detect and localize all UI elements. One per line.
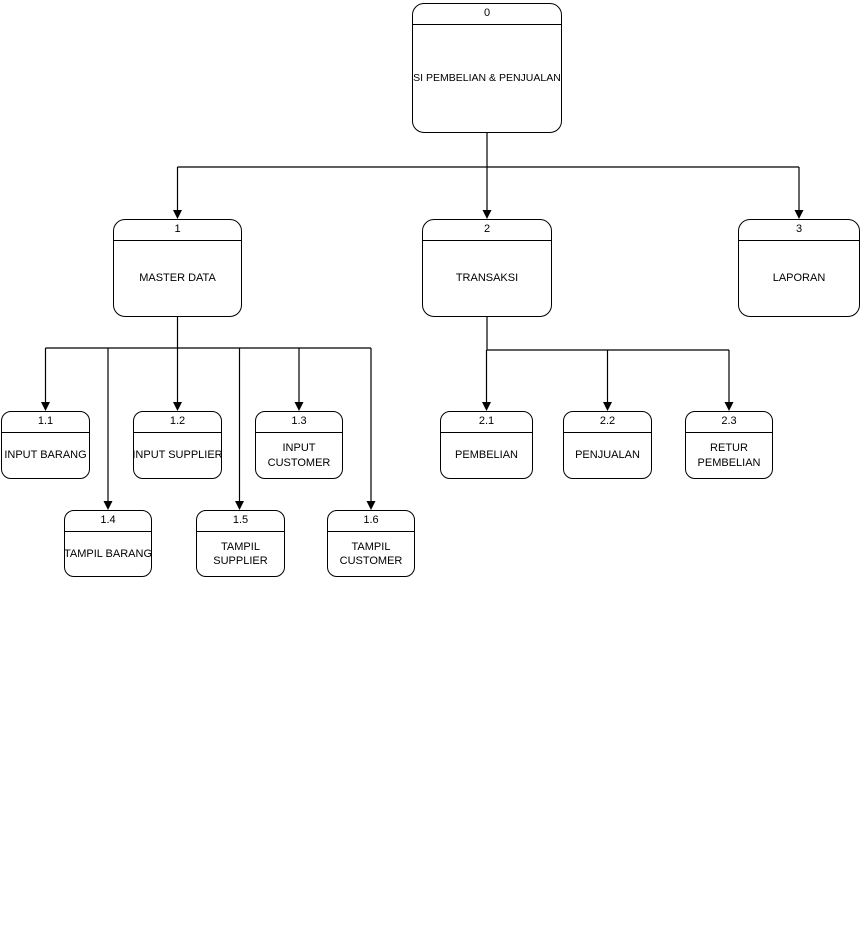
node-1-2-input-supplier: 1.2 INPUT SUPPLIER	[133, 411, 222, 479]
node-label: PENJUALAN	[575, 449, 640, 462]
node-1-6-tampil-customer: 1.6 TAMPIL CUSTOMER	[327, 510, 415, 577]
arrowhead	[173, 402, 182, 411]
node-number: 0	[413, 4, 561, 25]
arrowhead	[794, 210, 804, 219]
node-label: TAMPIL SUPPLIER	[213, 540, 268, 567]
arrowhead	[235, 501, 244, 510]
arrowhead	[724, 402, 734, 411]
node-number: 1.3	[256, 412, 342, 433]
node-3-laporan: 3 LAPORAN	[738, 219, 860, 317]
node-label: TRANSAKSI	[455, 272, 519, 285]
arrowhead	[294, 402, 304, 411]
node-number: 1.6	[328, 511, 414, 532]
node-label: RETUR PEMBELIAN	[697, 442, 761, 469]
node-label: INPUT CUSTOMER	[267, 442, 331, 469]
node-2-2-penjualan: 2.2 PENJUALAN	[563, 411, 652, 479]
node-label: SI PEMBELIAN & PENJUALAN	[413, 71, 561, 84]
node-0-si-pembelian-penjualan: 0 SI PEMBELIAN & PENJUALAN	[412, 3, 562, 133]
node-label: INPUT BARANG	[4, 449, 87, 462]
arrowhead	[103, 501, 113, 510]
node-label: INPUT SUPPLIER	[133, 449, 222, 462]
node-number: 1.4	[65, 511, 151, 532]
node-label: LAPORAN	[772, 272, 826, 285]
node-label: PEMBELIAN	[455, 449, 518, 462]
node-2-transaksi: 2 TRANSAKSI	[422, 219, 552, 317]
node-number: 2	[423, 220, 551, 241]
node-number: 1.2	[134, 412, 221, 433]
node-2-1-pembelian: 2.1 PEMBELIAN	[440, 411, 533, 479]
arrowhead	[482, 402, 491, 411]
node-number: 3	[739, 220, 859, 241]
node-2-3-retur-pembelian: 2.3 RETUR PEMBELIAN	[685, 411, 773, 479]
connector-root-to-children	[173, 133, 804, 219]
arrowhead	[366, 501, 376, 510]
arrowhead	[482, 210, 492, 219]
node-1-5-tampil-supplier: 1.5 TAMPIL SUPPLIER	[196, 510, 285, 577]
node-number: 2.3	[686, 412, 772, 433]
node-number: 1.5	[197, 511, 284, 532]
arrowhead	[603, 402, 612, 411]
node-label: MASTER DATA	[139, 272, 216, 285]
connector-transaksi-to-children	[482, 317, 734, 411]
arrowhead	[41, 402, 50, 411]
node-1-1-input-barang: 1.1 INPUT BARANG	[1, 411, 90, 479]
node-1-4-tampil-barang: 1.4 TAMPIL BARANG	[64, 510, 152, 577]
arrowhead	[173, 210, 182, 219]
node-1-3-input-customer: 1.3 INPUT CUSTOMER	[255, 411, 343, 479]
node-label: TAMPIL CUSTOMER	[339, 540, 403, 567]
node-number: 1.1	[2, 412, 89, 433]
node-number: 2.1	[441, 412, 532, 433]
node-label: TAMPIL BARANG	[64, 547, 152, 560]
node-1-master-data: 1 MASTER DATA	[113, 219, 242, 317]
node-number: 2.2	[564, 412, 651, 433]
node-number: 1	[114, 220, 241, 241]
